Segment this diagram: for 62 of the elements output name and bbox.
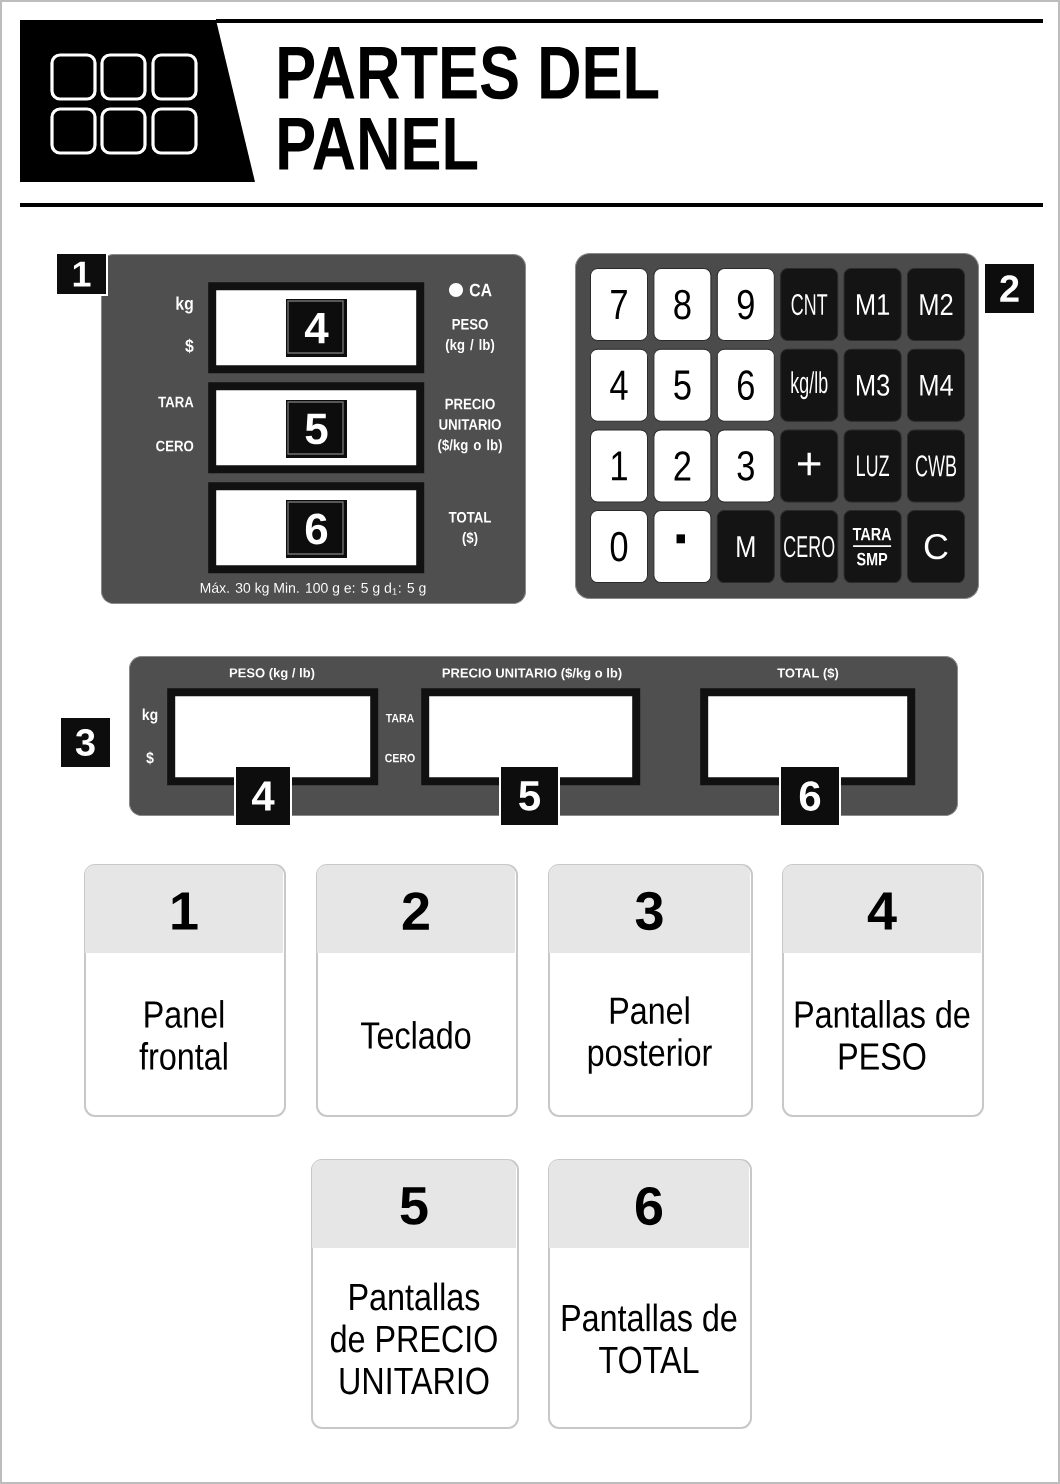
number-badge: 3 [59,716,112,769]
key: CNT [780,268,839,341]
card-label: Panel posterior [588,996,712,1074]
number-badge: 6 [284,498,349,560]
card-label: Pantallas de PRECIO UNITARIO [331,1282,497,1395]
key: 2 [653,429,712,503]
number-badge: 6 [779,765,841,827]
panel-label: TOTAL ($) [777,667,839,681]
number-badge: 5 [499,765,560,827]
number-badge: 4 [284,297,349,359]
panel-label: $ [185,338,194,354]
key: 7 [590,268,648,341]
key: 9 [716,268,775,341]
key: M4 [907,348,965,422]
key: LUZ [843,429,902,503]
key: C [907,510,965,584]
panel-label: Máx. 30 kg Min. 100 g e: 5 g d$_{1}$: 5 g [200,582,426,596]
panel-label: TARA [385,713,414,723]
panel-label: $ [146,751,154,765]
card-number: 1 [172,892,198,930]
number-badge: 2 [983,262,1036,315]
key: kg/lb [780,348,839,422]
key: 4 [590,348,648,422]
card-label: Panel frontal [139,1000,227,1070]
panel-label: PESO (kg / lb) [445,318,495,354]
key: M3 [843,348,902,422]
key: 3 [716,429,775,503]
card-number: 5 [400,1187,428,1225]
number-badge: 5 [284,398,349,460]
card-number: 6 [635,1186,663,1226]
key: + [780,429,839,503]
panel-label: PESO (kg / lb) [229,667,315,681]
key: M1 [843,268,902,341]
panel-label: TARA [158,396,194,408]
panel-label: CA [469,283,492,297]
key: M2 [907,268,965,341]
number-badge: 4 [234,765,292,827]
key: 1 [590,429,648,503]
panel-label: kg [176,296,193,314]
key: M [716,510,775,584]
title: PARTES DEL PANEL [279,46,659,170]
panel-label: TOTAL ($) [448,511,491,547]
panel-label: kg [142,708,158,724]
card-number: 2 [402,892,429,930]
key: CWB [907,429,965,503]
key: CERO [780,510,839,584]
panel-label: CERO [385,753,415,763]
key: 5 [653,348,712,422]
number-badge: 1 [55,252,108,296]
key: 6 [716,348,775,422]
card-number: 3 [635,891,663,931]
key: 8 [653,268,712,341]
card-label: Teclado [361,1021,471,1049]
panel-label: CERO [156,440,194,452]
key: 0 [590,510,648,584]
card-number: 4 [867,892,897,930]
card-label: Pantallas de TOTAL [562,1303,737,1374]
panel-label: PRECIO UNITARIO ($/kg o lb) [442,667,622,681]
card-label: Pantallas de PESO [795,1000,970,1070]
key: · [653,510,712,584]
panel-label: PRECIO UNITARIO ($/kg o lb) [438,398,502,454]
key: TARA SMP [843,510,902,584]
